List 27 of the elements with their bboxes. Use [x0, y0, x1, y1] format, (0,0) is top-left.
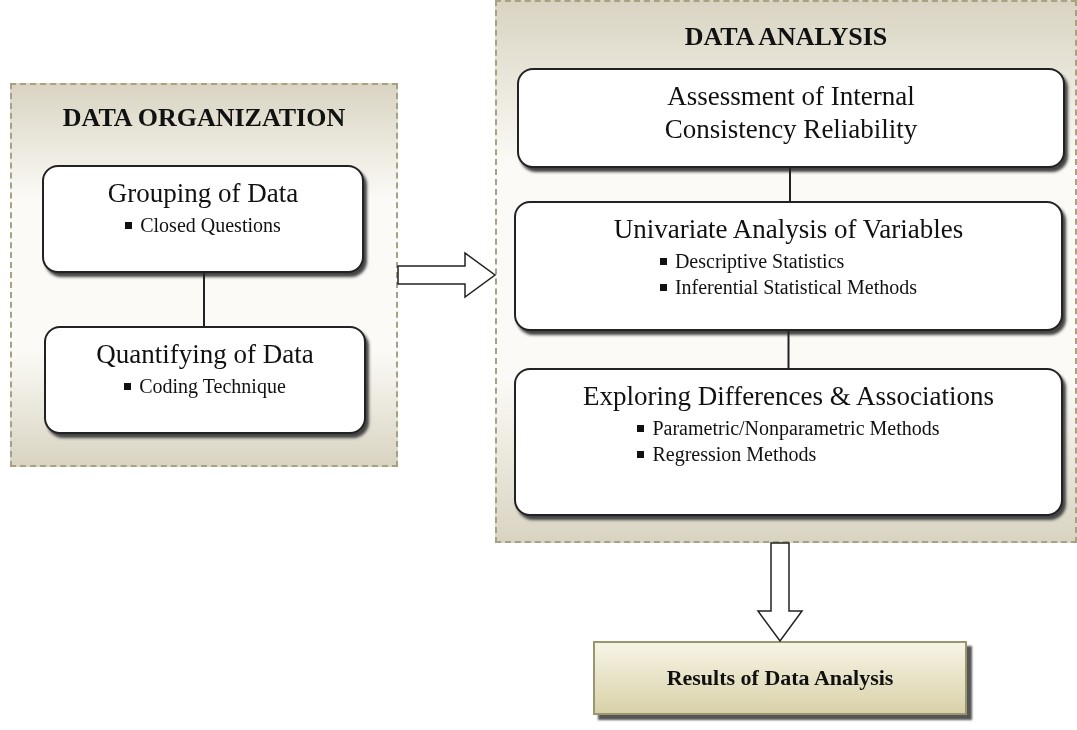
process-box — [42, 165, 364, 273]
block-arrow — [397, 251, 497, 299]
box-title: Quantifying of Data — [95, 338, 315, 371]
connector-line — [203, 272, 205, 327]
group-panel — [10, 83, 398, 467]
bullet-item: Descriptive Statistics — [674, 250, 845, 272]
bullet-item: Closed Questions — [140, 214, 281, 236]
heading: Results of Data Analysis — [666, 665, 894, 691]
connector-line — [787, 330, 790, 369]
process-box — [514, 368, 1063, 516]
box-title: Exploring Differences & Associations — [581, 380, 996, 413]
bullet-item: Coding Technique — [139, 375, 286, 397]
block-arrow — [756, 542, 804, 643]
connector-line — [789, 167, 791, 202]
process-box — [514, 201, 1063, 331]
box-title: Assessment of Internal Consistency Reliability — [663, 80, 919, 146]
process-box — [517, 68, 1065, 168]
heading: DATA ORGANIZATION — [61, 103, 347, 133]
process-box — [44, 326, 366, 434]
bullet-item: Regression Methods — [652, 443, 817, 465]
heading: DATA ANALYSIS — [683, 22, 889, 52]
box-title: Grouping of Data — [106, 177, 300, 210]
bullet-item: Parametric/Nonparametric Methods — [652, 417, 940, 439]
group-panel — [495, 0, 1077, 543]
bullet-item: Inferential Statistical Methods — [674, 276, 918, 298]
box-title: Univariate Analysis of Variables — [612, 213, 965, 246]
result-box — [593, 641, 967, 715]
